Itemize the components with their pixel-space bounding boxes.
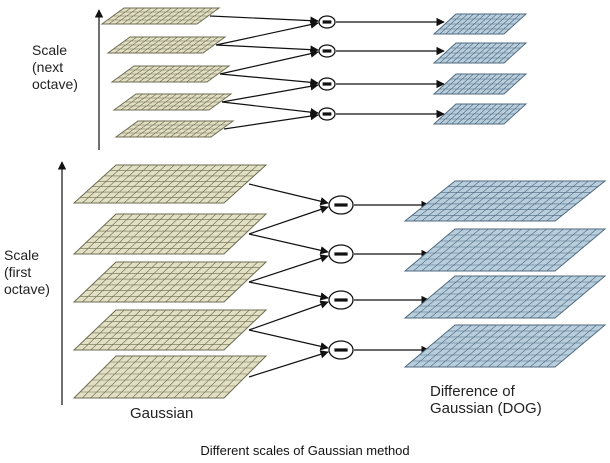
upper-minus-node-3-symbol [322, 82, 332, 86]
figure-caption: Different scales of Gaussian method [200, 443, 410, 458]
dog-column-label: Difference of Gaussian (DOG) [430, 383, 542, 417]
lower-dog-layer-2 [403, 228, 607, 272]
lower-minus-node-1-symbol [334, 203, 348, 207]
upper-gaussian-layer-2 [106, 36, 227, 54]
lower-minus-node-3-symbol [334, 298, 348, 302]
upper-scale-label-line-3: octave) [32, 76, 78, 92]
upper-minus-node-2-symbol [322, 49, 332, 53]
lower-gaussian-layer-5 [72, 355, 268, 399]
lower-scale-label-line-2: (first [4, 264, 32, 280]
lower-arrow-to-minus-1-a [248, 183, 329, 206]
upper-minus-node-1-symbol [322, 20, 332, 24]
upper-gaussian-layer-4 [112, 93, 233, 111]
lower-gaussian-layer-3 [72, 261, 268, 303]
lower-dog-layer-3 [403, 275, 607, 319]
upper-arrow-to-minus-3-a [219, 73, 319, 87]
upper-scale-axis-label: Scale (next octave) [32, 42, 78, 93]
lower-scale-label-line-1: Scale [4, 247, 40, 263]
upper-gaussian-layer-3 [110, 65, 231, 83]
lower-arrow-to-minus-2-a [248, 233, 329, 255]
upper-arrow-to-minus-4-a [221, 101, 319, 117]
upper-gaussian-layer-5 [114, 120, 235, 138]
upper-arrow-to-minus-3-b [221, 82, 319, 103]
upper-minus-node-4-symbol [322, 112, 332, 116]
lower-scale-label-line-3: octave) [4, 281, 50, 297]
lower-arrow-to-minus-3-a [248, 281, 329, 301]
upper-arrow-to-minus-2-a [215, 44, 319, 54]
lower-dog-layer-1 [403, 180, 607, 222]
dog-label-line-1: Difference of [430, 383, 515, 400]
gaussian-column-label: Gaussian [130, 405, 194, 422]
lower-dog-layer-4 [403, 324, 607, 368]
lower-arrow-to-minus-2-b [248, 254, 329, 283]
lower-arrow-to-minus-4-b [248, 350, 329, 378]
upper-arrow-to-minus-4-b [223, 111, 319, 130]
lower-minus-node-4-symbol [334, 348, 348, 352]
upper-scale-label-line-2: (next [32, 59, 64, 75]
upper-arrow-to-minus-1-a [209, 15, 319, 25]
lower-gaussian-layer-1 [72, 164, 268, 204]
upper-dog-layer-2 [432, 42, 528, 64]
upper-dog-layer-4 [432, 103, 528, 125]
upper-gaussian-layer-1 [100, 7, 221, 25]
upper-arrow-to-minus-1-b [215, 20, 319, 46]
lower-gaussian-layer-2 [72, 213, 268, 255]
lower-arrow-to-minus-3-b [248, 300, 329, 331]
upper-dog-layer-1 [432, 13, 528, 35]
dog-label-line-2: Gaussian (DOG) [430, 400, 542, 417]
lower-minus-node-2-symbol [334, 252, 348, 256]
upper-scale-label-line-1: Scale [32, 42, 68, 58]
lower-gaussian-layer-4 [72, 309, 268, 351]
lower-scale-axis-label: Scale (first octave) [4, 247, 50, 298]
upper-arrow-to-minus-2-b [219, 49, 319, 75]
lower-arrow-to-minus-1-b [248, 205, 329, 235]
lower-arrow-to-minus-4-a [248, 329, 329, 351]
upper-dog-layer-3 [432, 73, 528, 95]
